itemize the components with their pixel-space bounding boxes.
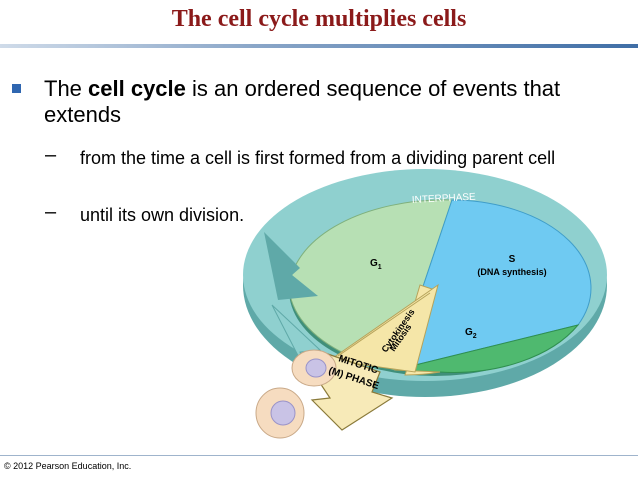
s-detail: (DNA synthesis) <box>477 267 546 277</box>
interphase-label: INTERPHASE <box>412 192 477 206</box>
g1-subscript: 1 <box>378 264 382 271</box>
footer-divider <box>0 455 638 456</box>
s-sector <box>394 199 592 371</box>
g1-label: G1 <box>370 258 382 271</box>
nucleus-icon <box>305 358 327 378</box>
g2-label: G2 <box>465 327 477 340</box>
dash-icon: – <box>45 201 57 223</box>
wedge-divider <box>337 292 431 357</box>
sub-bullet-2: until its own division. <box>80 205 245 225</box>
g1-letter: G <box>370 258 378 269</box>
ring-arrow-tail <box>264 232 318 300</box>
title-divider <box>0 44 638 48</box>
nucleus-icon <box>270 400 296 426</box>
main-bullet-text: The cell cycle is an ordered sequence of… <box>44 76 604 128</box>
g2-letter: G <box>465 327 473 338</box>
dash-icon: – <box>45 144 57 166</box>
bullet-text-after: is an ordered sequence of events that ex… <box>44 76 561 127</box>
bullet-text-before: The <box>44 76 89 101</box>
bullet-square-icon <box>12 84 21 93</box>
m-phase-wedge <box>328 283 439 373</box>
sub-bullet-1: from the time a cell is first formed fro… <box>80 148 556 168</box>
s-label: S <box>509 254 516 265</box>
ring-arrow-icon <box>271 304 322 376</box>
g2-sector <box>394 324 580 373</box>
bold-term: cell cycle <box>88 76 186 101</box>
copyright-notice: © 2012 Pearson Education, Inc. <box>4 461 132 471</box>
slide-title: The cell cycle multiplies cells <box>171 6 467 32</box>
g2-subscript: 2 <box>473 333 477 340</box>
